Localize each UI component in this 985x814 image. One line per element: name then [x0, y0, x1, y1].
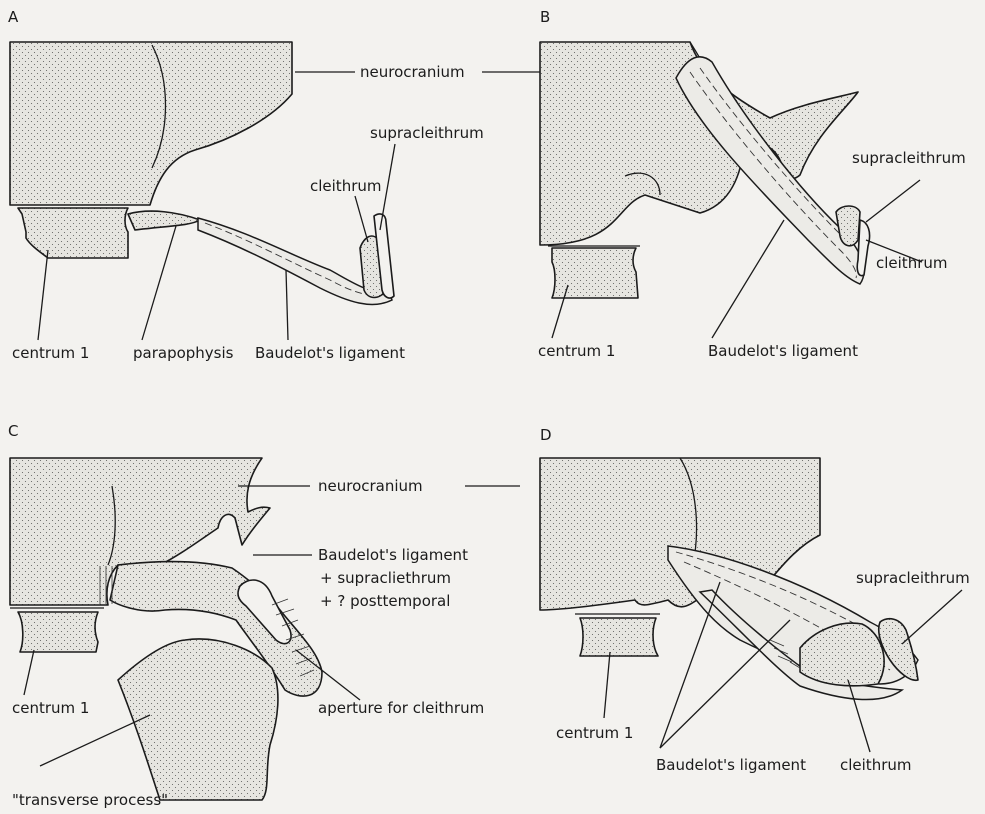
neurocranium-label-bottom: neurocranium [318, 477, 423, 495]
panel-c-ligament-label-2: + supracliethrum [320, 569, 451, 587]
panel-c-letter: C [8, 422, 18, 440]
panel-a-supracleithrum-label: supracleithrum [370, 124, 484, 142]
panel-d-supracleithrum-label: supracleithrum [856, 569, 970, 587]
panel-a: A neurocranium supracleithrum cleithrum … [8, 8, 545, 362]
neurocranium-label-top: neurocranium [360, 63, 465, 81]
panel-a-parapophysis-label: parapophysis [133, 344, 234, 362]
panel-a-cleithrum-label: cleithrum [310, 177, 381, 195]
panel-d-ligament-label: Baudelot's ligament [656, 756, 806, 774]
panel-b-centrum-label: centrum 1 [538, 342, 615, 360]
panel-c-centrum [18, 612, 98, 652]
panel-d: D supracleithrum centrum 1 Baudelot's li… [540, 426, 970, 774]
panel-b-cleithrum [857, 220, 869, 276]
panel-b-cleithrum-label: cleithrum [876, 254, 947, 272]
panel-c-ligament-label-1: Baudelot's ligament [318, 546, 468, 564]
panel-b-letter: B [540, 8, 550, 26]
panel-b-centrum [552, 248, 638, 298]
panel-c-transverse-label: "transverse process" [12, 791, 168, 809]
panel-a-neurocranium [10, 42, 292, 205]
panel-a-centrum [18, 208, 128, 258]
panel-c-ligament-label-3: + ? posttemporal [320, 592, 450, 610]
panel-c: C neurocranium Baudelot's ligament + sup… [8, 422, 520, 809]
panel-a-letter: A [8, 8, 19, 26]
panel-b-supracleithrum-label: supracleithrum [852, 149, 966, 167]
panel-d-centrum-label: centrum 1 [556, 724, 633, 742]
panel-b: B supracleithrum cleithrum centrum 1 Bau… [538, 8, 966, 360]
panel-d-centrum [580, 618, 658, 656]
panel-c-transverse-process [118, 639, 278, 800]
panel-c-centrum-label: centrum 1 [12, 699, 89, 717]
panel-c-aperture-label: aperture for cleithrum [318, 699, 484, 717]
panel-d-cleithrum-label: cleithrum [840, 756, 911, 774]
panel-a-parapophysis [128, 211, 200, 230]
panel-a-centrum-label: centrum 1 [12, 344, 89, 362]
panel-b-ligament-label: Baudelot's ligament [708, 342, 858, 360]
panel-d-letter: D [540, 426, 552, 444]
panel-a-ligament-label: Baudelot's ligament [255, 344, 405, 362]
